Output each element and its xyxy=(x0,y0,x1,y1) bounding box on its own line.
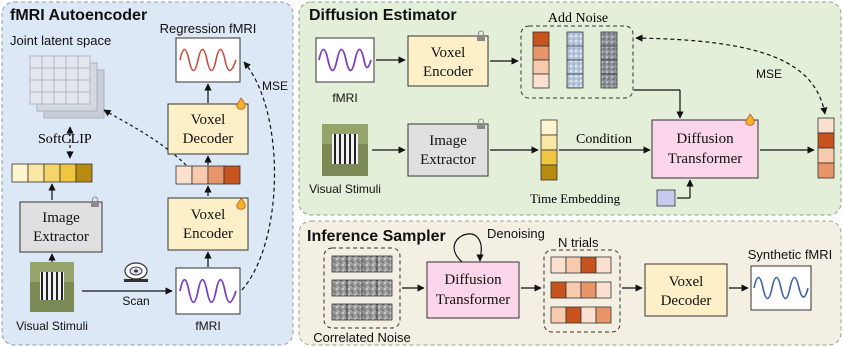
inference-title: Inference Sampler xyxy=(307,228,446,245)
scanner-icon xyxy=(124,262,148,282)
scan-label: Scan xyxy=(122,294,149,308)
de-fmri-label: fMRI xyxy=(332,91,357,105)
de-visual-stimuli-label: Visual Stimuli xyxy=(309,182,381,196)
svg-text:Encoder: Encoder xyxy=(183,226,233,242)
diffusion-panel: Diffusion Estimator fMRI Voxel Encoder A… xyxy=(298,1,842,216)
joint-latent-label: Joint latent space xyxy=(10,33,111,48)
add-noise-group xyxy=(520,25,634,99)
flame-icon xyxy=(745,113,755,126)
de-output-strip xyxy=(817,117,835,179)
de-diffusion-transformer: Diffusion Transformer xyxy=(651,113,759,179)
regression-label: Regression fMRI xyxy=(160,21,257,36)
synthetic-label: Synthetic fMRI xyxy=(748,247,833,262)
de-image-extractor: Image Extractor xyxy=(407,118,489,177)
de-mse-arrow xyxy=(635,34,828,115)
zebra-image xyxy=(322,124,368,176)
joint-latent-grid xyxy=(29,55,105,119)
svg-text:Decoder: Decoder xyxy=(183,131,234,147)
n-trials-group xyxy=(543,249,621,333)
time-embedding-box xyxy=(656,189,676,207)
svg-text:Voxel: Voxel xyxy=(191,112,226,128)
lock-icon xyxy=(477,118,485,129)
svg-text:Voxel: Voxel xyxy=(669,274,704,290)
svg-text:Encoder: Encoder xyxy=(423,64,473,80)
autoencoder-title: fMRI Autoencoder xyxy=(10,7,147,24)
regression-fmri-box xyxy=(175,37,241,83)
denoising-loop xyxy=(453,233,484,263)
svg-text:Extractor: Extractor xyxy=(33,229,89,245)
svg-text:Image: Image xyxy=(42,210,80,226)
ae-fmri-box xyxy=(175,267,241,315)
ae-voxel-decoder: Voxel Decoder xyxy=(167,97,249,155)
ae-mse-arrow xyxy=(241,61,276,291)
svg-text:Diffusion: Diffusion xyxy=(444,272,502,288)
ae-fmri-label: fMRI xyxy=(195,319,220,333)
ae-mse-label: MSE xyxy=(262,79,288,93)
svg-text:Voxel: Voxel xyxy=(191,207,226,223)
de-mse-label: MSE xyxy=(756,67,782,81)
image-embedding-strip xyxy=(11,163,93,183)
denoising-label: Denoising xyxy=(487,226,545,241)
condition-strip xyxy=(540,119,558,181)
is-diffusion-transformer: Diffusion Transformer xyxy=(426,261,520,319)
correlated-noise-label: Correlated Noise xyxy=(313,330,411,345)
correlated-noise-group xyxy=(323,247,401,329)
svg-text:Transformer: Transformer xyxy=(668,151,742,167)
zebra-image xyxy=(30,262,74,312)
diffusion-title: Diffusion Estimator xyxy=(309,7,457,24)
de-fmri-box xyxy=(315,37,375,83)
flame-icon xyxy=(236,197,246,210)
synthetic-fmri-box xyxy=(750,265,812,311)
flame-icon xyxy=(236,97,246,110)
autoencoder-panel: fMRI Autoencoder Joint latent space Soft… xyxy=(1,1,294,346)
lock-icon xyxy=(477,30,485,41)
svg-text:Voxel: Voxel xyxy=(431,45,466,61)
inference-panel: Inference Sampler Correlated Noise Diffu… xyxy=(298,220,842,346)
svg-text:Transformer: Transformer xyxy=(436,292,510,308)
ae-image-extractor: Image Extractor xyxy=(19,196,103,253)
lock-icon xyxy=(91,196,99,207)
n-trials-label: N trials xyxy=(558,235,599,250)
add-noise-label: Add Noise xyxy=(548,11,608,26)
svg-text:Image: Image xyxy=(429,133,467,149)
ae-voxel-encoder: Voxel Encoder xyxy=(167,197,249,251)
is-voxel-decoder: Voxel Decoder xyxy=(644,263,728,317)
fmri-embedding-strip xyxy=(175,165,241,185)
svg-text:Diffusion: Diffusion xyxy=(676,131,734,147)
svg-text:Decoder: Decoder xyxy=(661,293,712,309)
condition-label: Condition xyxy=(576,132,632,147)
de-voxel-encoder: Voxel Encoder xyxy=(407,30,489,87)
softclip-label: SoftCLIP xyxy=(38,132,92,147)
time-embedding-label: Time Embedding xyxy=(530,191,621,206)
ae-visual-stimuli-label: Visual Stimuli xyxy=(16,319,88,333)
svg-text:Extractor: Extractor xyxy=(420,152,476,168)
